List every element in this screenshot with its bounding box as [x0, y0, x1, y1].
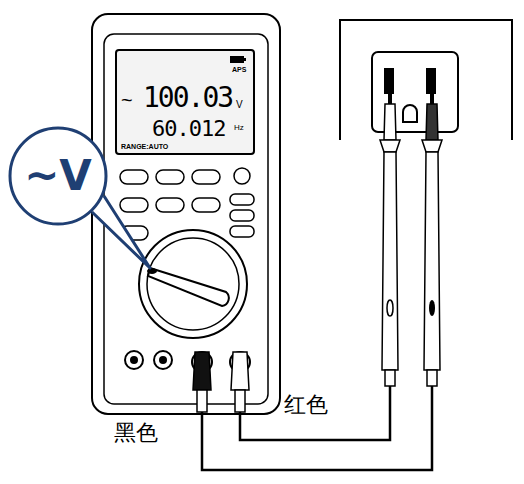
- unit-label: V: [236, 100, 243, 110]
- voltage-reading: 100.03: [143, 84, 232, 112]
- range-label: RANGE:AUTO: [121, 143, 168, 150]
- function-symbol: ~V: [24, 155, 92, 197]
- ac-sign: ~: [121, 90, 133, 110]
- unit-label: Hz: [234, 124, 244, 132]
- indicator-label: APS: [232, 66, 246, 73]
- wire-color-label: 红色: [284, 394, 328, 416]
- wire-color-label: 黑色: [114, 422, 158, 444]
- callout-circle: ~V: [13, 131, 103, 221]
- frequency-reading: 60.012: [152, 118, 225, 140]
